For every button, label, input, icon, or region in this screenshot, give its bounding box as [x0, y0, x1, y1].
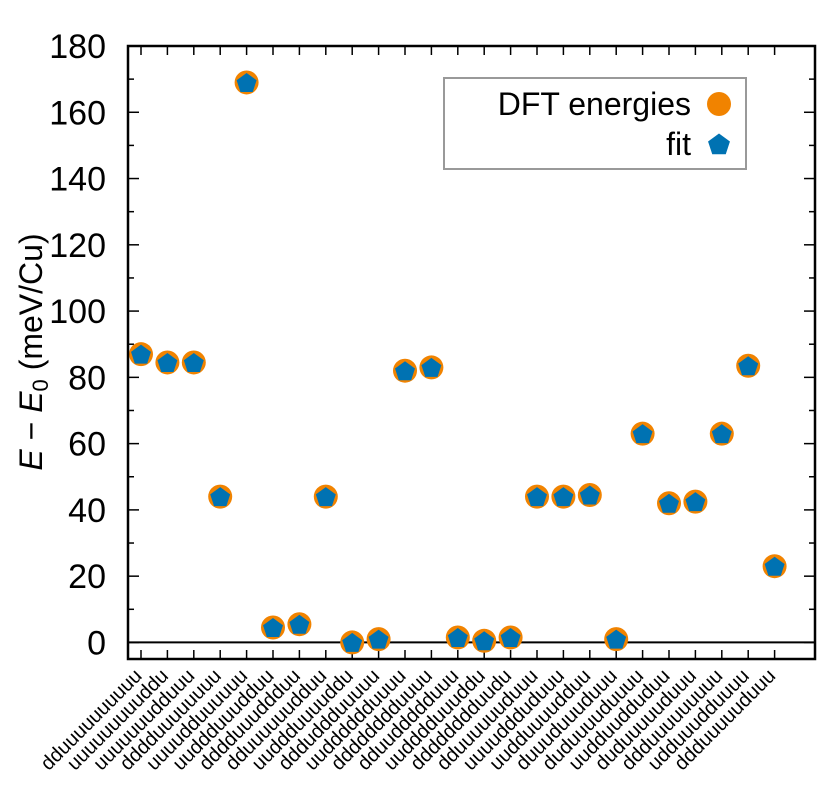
point-fit: [606, 629, 627, 649]
legend-marker-pentagon: [708, 133, 730, 155]
ylabel-unit: (meV/Cu): [13, 233, 49, 379]
legend-box: [443, 77, 747, 170]
point-fit: [210, 487, 231, 507]
plot-frame: [126, 44, 817, 661]
x-axis-ticks: dduuuuuuuuuuuuuuuuuuudduuuuuuuudduuudddd…: [37, 46, 780, 775]
point-fit: [527, 487, 547, 507]
point-fit: [711, 424, 732, 444]
y-tick-label: 80: [68, 359, 106, 397]
y-tick-label: 40: [68, 492, 106, 530]
point-fit: [500, 627, 521, 647]
y-tick-label: 100: [49, 293, 106, 331]
y-axis-ticks: 0 20 40 60 80 100 120 140 160 180: [49, 28, 815, 662]
y-tick-label: 20: [68, 558, 106, 596]
point-fit: [421, 357, 442, 377]
y-tick-label: 140: [49, 161, 106, 199]
legend-label-fit: fit: [666, 126, 691, 162]
y-tick-label: 60: [68, 426, 106, 464]
y-tick-label: 120: [49, 227, 106, 265]
point-fit: [553, 487, 574, 507]
point-fit: [263, 618, 283, 638]
point-fit: [157, 352, 178, 372]
point-fit: [368, 629, 389, 649]
y-tick-label: 180: [49, 28, 106, 66]
ylabel-sub: 0: [28, 379, 53, 391]
point-fit: [579, 485, 600, 505]
point-fit: [659, 493, 679, 513]
point-fit: [395, 361, 415, 381]
point-fit: [183, 352, 204, 372]
legend-marker-circle: [707, 92, 731, 116]
point-fit: [342, 632, 363, 652]
y-axis-label: E − E0 (meV/Cu): [13, 233, 53, 470]
ylabel-e1: E: [13, 449, 49, 471]
point-fit: [738, 356, 759, 376]
point-fit: [447, 627, 468, 647]
point-fit: [474, 631, 495, 651]
ylabel-e2: E: [13, 391, 49, 413]
point-fit: [236, 72, 257, 92]
legend: DFT energies fit: [443, 77, 747, 170]
point-fit: [685, 492, 706, 512]
y-tick-label: 0: [87, 624, 106, 662]
data-points: [129, 70, 787, 655]
y-tick-label: 160: [49, 94, 106, 132]
legend-label-dft-energies: DFT energies: [498, 86, 691, 122]
point-fit: [289, 614, 310, 634]
point-fit: [131, 344, 151, 364]
ylabel-minus: −: [13, 413, 49, 449]
point-fit: [315, 487, 336, 507]
point-fit: [632, 424, 653, 444]
point-fit: [764, 556, 785, 576]
